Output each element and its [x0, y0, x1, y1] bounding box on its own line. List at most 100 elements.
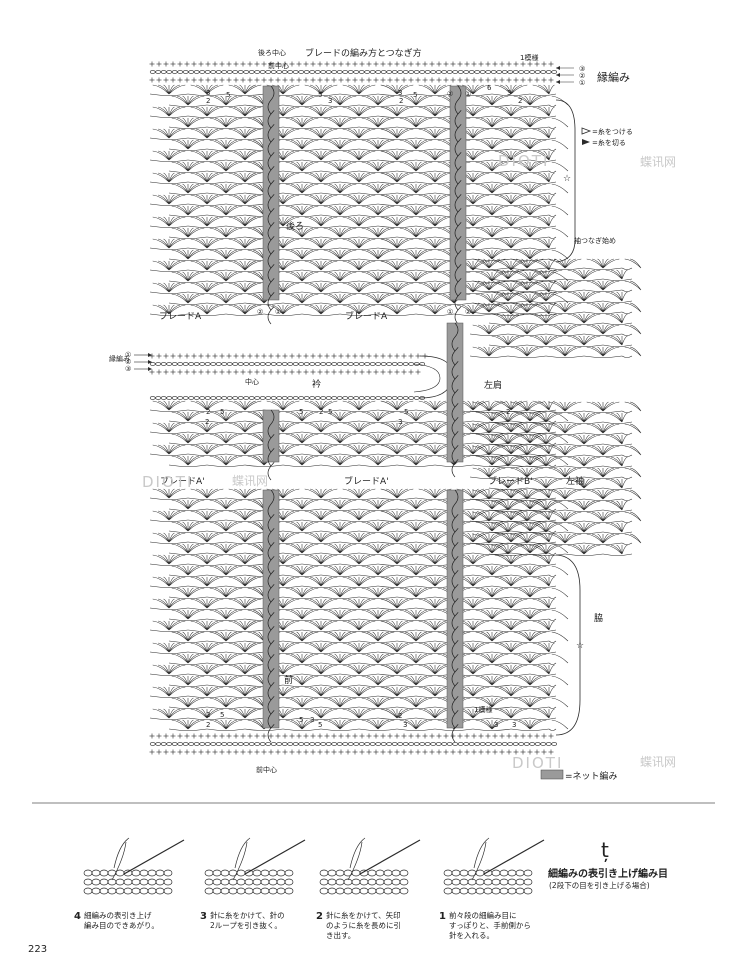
side-label: 脇 [594, 613, 603, 624]
yoke-top-chain [149, 396, 426, 400]
net-strip-front-right [446, 489, 464, 743]
row-number: 3 [398, 89, 402, 97]
collar-label: 衿 [312, 378, 321, 390]
front-label: 前 [284, 674, 293, 686]
braid-b-prime-label: ブレードB' [488, 475, 533, 487]
step-2-number: 2 [316, 911, 323, 922]
row-number: 5 [318, 721, 322, 729]
watermark-brand-2: DIOTI [142, 473, 193, 491]
sleeve-join-start-label: 袖つなぎ始め [574, 236, 616, 245]
edge-row-bottom-3 [149, 749, 554, 755]
legend-attach: =糸をつける [581, 127, 633, 136]
one-pattern-bottom: 1模様 [474, 705, 492, 714]
collar-row-3 [149, 369, 421, 375]
edge-arrow-head [556, 66, 560, 70]
step-4-illustration [83, 837, 185, 895]
fan-block-sleeve [469, 401, 642, 556]
net-strip-shoulder [446, 322, 464, 478]
row-number: 3 [310, 716, 314, 724]
left-row-3: ③ [125, 365, 131, 373]
braid-a-prime-label-1: ブレードA' [160, 475, 205, 487]
svg-text:=糸を切る: =糸を切る [592, 138, 626, 147]
step-3-illustration [204, 837, 306, 895]
row-number: 2 [319, 408, 323, 416]
row-number: 3 [507, 89, 511, 97]
back-center-label: 後ろ中心 [258, 48, 286, 57]
edge-row-1: ① [579, 79, 585, 87]
step-1-text: 前々段の細編み目に すっぽりと、手前側から 針を入れる。 [449, 911, 531, 940]
step-4-number: 4 [74, 911, 81, 922]
row-number: 5 [328, 408, 332, 416]
net-legend-swatch [540, 769, 564, 780]
svg-text:=糸をつける: =糸をつける [592, 127, 633, 136]
net-legend-label: =ネット編み [565, 770, 618, 782]
back-label: 後ろ [286, 220, 304, 232]
left-row-1: ① [125, 351, 131, 359]
net-strips-layer [262, 85, 467, 743]
step-4-text: 細編みの表引き上げ 編み目のできあがり。 [84, 911, 159, 930]
braid-marker: ① [447, 308, 453, 316]
braid-marker: ② [447, 90, 453, 98]
row-number: 5 [220, 711, 224, 719]
row-number: 5 [413, 91, 417, 99]
step-2-text: 針に糸をかけて、矢印 のように糸を長めに引 き出す。 [326, 911, 401, 940]
center-label: 中心 [245, 377, 259, 386]
row-number: 2 [518, 97, 522, 105]
edge-arrow-head [148, 367, 152, 371]
row-number: 5 [220, 408, 224, 416]
symbol-subtitle: (2段下の目を引き上げる場合) [549, 881, 650, 890]
row-number: 2 [206, 97, 210, 105]
row-number: 5 [404, 408, 408, 416]
row-number: 3 [494, 721, 498, 729]
edge-row-3: ③ [579, 65, 585, 73]
bracket-top-right [555, 99, 576, 263]
braid-a-label-1: ブレードA [159, 310, 202, 322]
edge-row-top-1 [149, 61, 554, 67]
step-3-number: 3 [200, 911, 207, 922]
net-strip-yoke [262, 409, 280, 481]
edge-arrow-head [148, 360, 152, 364]
row-number: 2 [399, 97, 403, 105]
step-1-illustration [443, 837, 545, 895]
row-number: 5 [299, 716, 303, 724]
row-number: 2 [206, 408, 210, 416]
step-3-text: 針に糸をかけて、針の 2ループを引き抜く。 [210, 911, 285, 930]
row-number: 3 [398, 418, 402, 426]
row-number: 5 [299, 408, 303, 416]
left-edge-label: 縁編み [109, 354, 130, 363]
bracket-side [555, 554, 581, 736]
star-marker-top: ☆ [563, 174, 571, 184]
row-number: 3 [206, 89, 210, 97]
fan-block-shoulder [469, 258, 642, 358]
page-number: 223 [28, 944, 48, 955]
edge-row-top-3 [149, 77, 554, 83]
row-number: 2 [205, 418, 209, 426]
braid-marker: ① [465, 90, 471, 98]
left-sleeve-label: 左袖 [566, 475, 584, 487]
braid-marker: ② [465, 308, 471, 316]
chain-layer [149, 61, 558, 755]
row-number: 6 [487, 84, 492, 92]
row-number: 5 [226, 91, 230, 99]
collar-curve-inner [413, 363, 441, 393]
step-1-number: 1 [439, 911, 446, 922]
symbol-title: 細編みの表引き上げ編み目 [548, 869, 668, 880]
watermark-cn-3: 蝶讯网 [640, 754, 676, 769]
braid-a-label-2: ブレードA [345, 310, 388, 322]
row-number: 3 [328, 97, 332, 105]
row-number: 3 [403, 721, 407, 729]
braid-marker: ① [275, 308, 281, 316]
net-strip-back-right [449, 85, 467, 325]
watermark-cn-1: 蝶讯网 [640, 154, 676, 169]
row-number: 2 [206, 711, 210, 719]
braid-marker: ② [257, 308, 263, 316]
front-center-bottom-label: 前中心 [256, 765, 277, 774]
edge-row-bottom-2 [149, 742, 558, 746]
net-strip-back-center [262, 85, 280, 325]
edge-arrow-head [556, 80, 560, 84]
edge-row-bottom-1 [149, 733, 554, 739]
row-number: 2 [398, 712, 402, 720]
left-shoulder-label: 左肩 [484, 379, 502, 391]
